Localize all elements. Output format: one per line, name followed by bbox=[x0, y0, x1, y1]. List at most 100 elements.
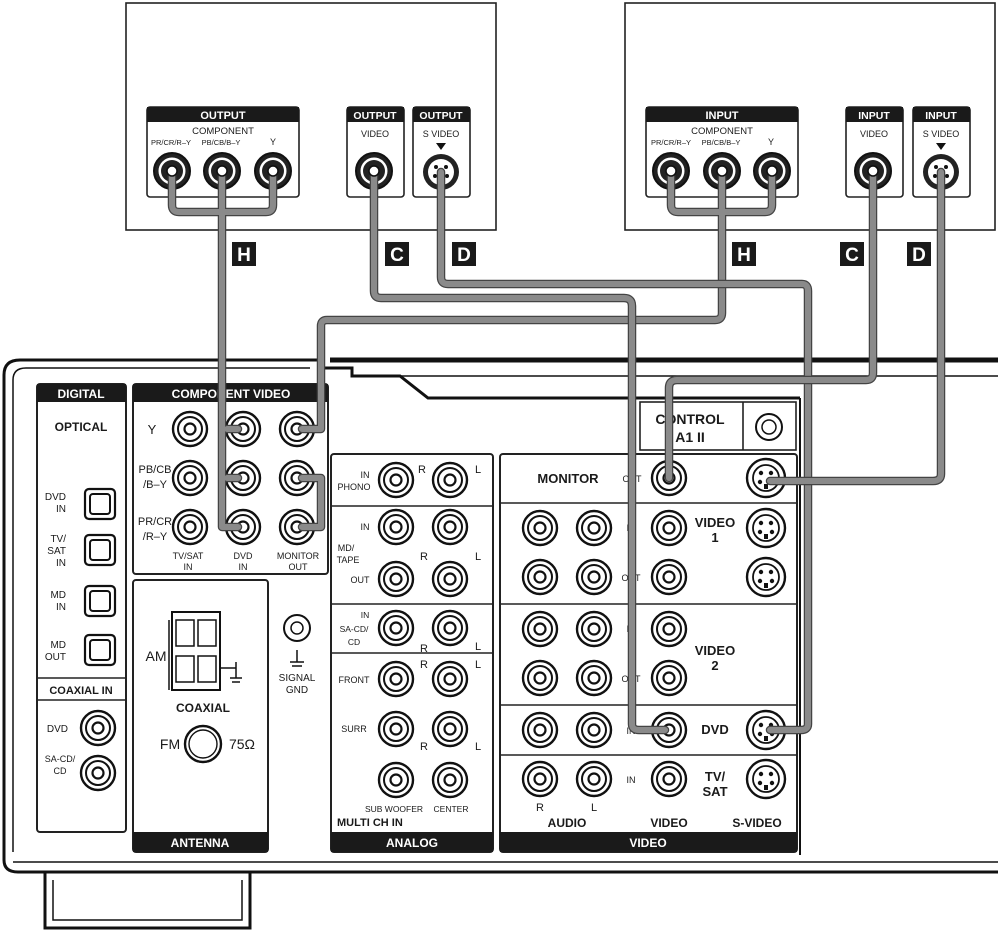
phono-r-label: R bbox=[418, 464, 426, 476]
tvsat-in-label: IN bbox=[627, 775, 636, 785]
video1-in-r-jack[interactable] bbox=[521, 509, 559, 547]
front-l-label: L bbox=[475, 659, 481, 671]
subwoofer-label: SUB WOOFER bbox=[365, 804, 423, 814]
source-svideo-output-label: OUTPUT bbox=[419, 110, 463, 122]
phono-r-jack[interactable] bbox=[377, 461, 415, 499]
tag-d-monitor: D bbox=[912, 245, 926, 266]
video1-out-l-jack[interactable] bbox=[575, 558, 613, 596]
subwoofer-jack[interactable] bbox=[377, 761, 415, 799]
tvsat-video-in-jack[interactable] bbox=[650, 760, 688, 798]
video2-out-l-jack[interactable] bbox=[575, 659, 613, 697]
video2-in-l-jack[interactable] bbox=[575, 610, 613, 648]
optical-tvsat-in-jack[interactable] bbox=[83, 533, 117, 567]
coax-dvd-jack[interactable] bbox=[79, 709, 117, 747]
video1-out-r-jack[interactable] bbox=[521, 558, 559, 596]
front-r-jack[interactable] bbox=[377, 660, 415, 698]
coax-sacd-label-1: SA-CD/ bbox=[45, 754, 76, 764]
video2-out-r-jack[interactable] bbox=[521, 659, 559, 697]
mdtape-in-l-jack[interactable] bbox=[431, 508, 469, 546]
video1-out-video-jack[interactable] bbox=[650, 558, 688, 596]
cv-tvsat-pr-jack[interactable] bbox=[171, 508, 209, 546]
mdtape-out-l-jack[interactable] bbox=[431, 560, 469, 598]
sacd-in-label: IN bbox=[361, 610, 370, 620]
optical-md-in-jack[interactable] bbox=[83, 584, 117, 618]
mdtape-out-r-jack[interactable] bbox=[377, 560, 415, 598]
mdtape-in-label: IN bbox=[361, 522, 370, 532]
source-device: OUTPUT COMPONENT PR/CR/R–Y PB/CB/B–Y Y O… bbox=[125, 2, 497, 231]
row-pr-label-1: PR/CR bbox=[138, 516, 172, 528]
video1-out-svideo-jack[interactable] bbox=[745, 556, 787, 598]
video-header: VIDEO bbox=[629, 836, 666, 850]
sacd-r-jack[interactable] bbox=[377, 609, 415, 647]
col-monitor-label-2: OUT bbox=[289, 562, 309, 572]
mdtape-out-label: OUT bbox=[351, 575, 371, 585]
video2-in-r-jack[interactable] bbox=[521, 610, 559, 648]
video2-label-2: 2 bbox=[711, 658, 718, 673]
antenna-header: ANTENNA bbox=[171, 836, 230, 850]
video2-out-video-jack[interactable] bbox=[650, 659, 688, 697]
cv-tvsat-y-jack[interactable] bbox=[171, 410, 209, 448]
optical-dvd-in-jack[interactable] bbox=[83, 487, 117, 521]
sacd-label-2: CD bbox=[348, 637, 360, 647]
video1-in-svideo-jack[interactable] bbox=[745, 507, 787, 549]
center-jack[interactable] bbox=[431, 761, 469, 799]
source-video-output-label: OUTPUT bbox=[353, 110, 397, 122]
mdtape-l-label: L bbox=[475, 551, 481, 563]
tvsat-audio-l-jack[interactable] bbox=[575, 760, 613, 798]
video-col-label: VIDEO bbox=[650, 816, 687, 830]
cable-h-source bbox=[167, 166, 278, 532]
analog-panel: ANALOG IN PHONO R L IN MD/ TAPE R L OUT … bbox=[330, 453, 494, 853]
monitor-video-input-label: INPUT bbox=[858, 110, 890, 122]
sacd-l-jack[interactable] bbox=[431, 609, 469, 647]
source-jack-pr-label: PR/CR/R–Y bbox=[151, 138, 191, 147]
video1-label-1: VIDEO bbox=[695, 515, 735, 530]
surr-r-jack[interactable] bbox=[377, 710, 415, 748]
cable-c-source bbox=[369, 166, 670, 735]
surr-l-jack[interactable] bbox=[431, 710, 469, 748]
mdtape-r-label: R bbox=[420, 551, 428, 563]
multi-ch-in-label: MULTI CH IN bbox=[337, 817, 403, 829]
tvsat-in-label-2: SAT bbox=[47, 546, 66, 557]
phono-l-jack[interactable] bbox=[431, 461, 469, 499]
video1-in-l-jack[interactable] bbox=[575, 509, 613, 547]
tvsat-in-label-1: TV/ bbox=[50, 534, 66, 545]
tvsat-in-label-3: IN bbox=[56, 558, 66, 569]
source-jack-pb-label: PB/CB/B–Y bbox=[202, 138, 241, 147]
video2-in-video-jack[interactable] bbox=[650, 610, 688, 648]
cable-d-source bbox=[436, 167, 813, 735]
sacd-label-1: SA-CD/ bbox=[340, 624, 369, 634]
mdtape-label-1: MD/ bbox=[338, 543, 355, 553]
monitor-component-label: COMPONENT bbox=[691, 126, 753, 137]
dvd-audio-r-jack[interactable] bbox=[521, 711, 559, 749]
tag-h-source: H bbox=[237, 245, 251, 266]
mdtape-in-r-jack[interactable] bbox=[377, 508, 415, 546]
mdtape-label-2: TAPE bbox=[337, 555, 360, 565]
row-pb-label-2: /B–Y bbox=[143, 479, 168, 491]
phono-l-label: L bbox=[475, 464, 481, 476]
fm-label: FM bbox=[160, 736, 180, 752]
signal-gnd: SIGNAL GND bbox=[279, 614, 316, 696]
optical-md-out-jack[interactable] bbox=[83, 633, 117, 667]
audio-label: AUDIO bbox=[548, 816, 587, 830]
sacd-r-label: R bbox=[420, 643, 428, 655]
coax-dvd-label: DVD bbox=[47, 724, 68, 735]
front-r-label: R bbox=[420, 659, 428, 671]
dvd-audio-l-jack[interactable] bbox=[575, 711, 613, 749]
triangle-down-icon bbox=[936, 143, 946, 150]
ohm-label: 75Ω bbox=[229, 736, 255, 752]
monitor-jack-pb-label: PB/CB/B–Y bbox=[702, 138, 741, 147]
tvsat-svideo-in-jack[interactable] bbox=[745, 758, 787, 800]
video1-in-video-jack[interactable] bbox=[650, 509, 688, 547]
row-pr-label-2: /R–Y bbox=[143, 531, 168, 543]
center-label: CENTER bbox=[434, 804, 469, 814]
row-pb-label-1: PB/CB bbox=[138, 464, 171, 476]
tag-c-monitor: C bbox=[845, 245, 859, 266]
cv-tvsat-pb-jack[interactable] bbox=[171, 459, 209, 497]
tvsat-label-2: SAT bbox=[702, 784, 727, 799]
tvsat-audio-r-jack[interactable] bbox=[521, 760, 559, 798]
front-l-jack[interactable] bbox=[431, 660, 469, 698]
coax-sacd-jack[interactable] bbox=[79, 754, 117, 792]
digital-panel: DIGITAL OPTICAL DVD IN TV/ SAT IN MD IN … bbox=[36, 383, 127, 833]
source-output-label: OUTPUT bbox=[200, 110, 246, 122]
dvd-in-label-1: DVD bbox=[45, 492, 66, 503]
